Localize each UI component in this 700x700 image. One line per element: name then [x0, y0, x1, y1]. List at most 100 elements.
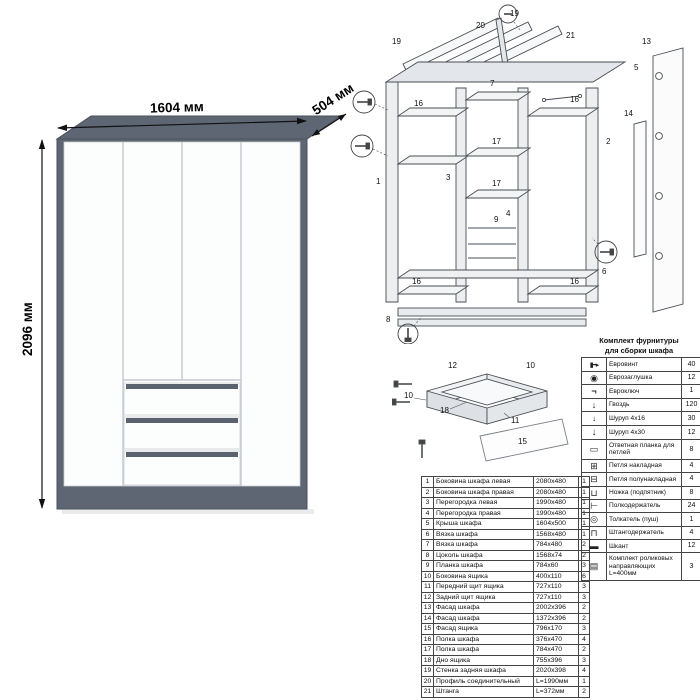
part-number: 11 — [421, 581, 434, 593]
hardware-qty: 12 — [681, 424, 700, 441]
hardware-name: Петля накладная — [606, 458, 682, 474]
part-number: 1 — [421, 476, 434, 488]
callout: 6 — [602, 267, 607, 276]
part-qty: 1 — [578, 675, 590, 687]
drawer-rails — [468, 227, 516, 259]
part-name: Полка шкафа — [433, 633, 534, 645]
part-qty: 3 — [578, 623, 590, 635]
part-name: Крыша шкафа — [433, 518, 534, 530]
parts-table-row: 14 Фасад шкафа 1372x396 2 — [421, 612, 590, 624]
part-number: 17 — [421, 644, 434, 656]
part-size: 1990x480 — [533, 507, 579, 519]
hardware-name: Евроключ — [606, 384, 682, 399]
part-size: 755x396 — [533, 654, 579, 666]
hardware-kit-title-line1: Комплект фурнитуры — [599, 336, 679, 345]
callout: 21 — [566, 31, 575, 40]
part-name: Перегородка правая — [433, 507, 534, 519]
part-name: Вязка шкафа — [433, 539, 534, 551]
callout: 19 — [510, 9, 519, 18]
part-qty: 2 — [578, 602, 590, 614]
parts-table-row: 9 Планка шкафа 784x60 3 — [421, 560, 590, 572]
part-size: 784x480 — [533, 539, 579, 551]
hardware-row: Штангодержатель 4 — [581, 525, 700, 541]
bottom-tie-panel — [396, 269, 600, 279]
part-size: 1568x74 — [533, 549, 579, 561]
part-size: 1990x480 — [533, 497, 579, 509]
part-name: Боковина шкафа правая — [433, 486, 534, 498]
part-number: 18 — [421, 654, 434, 666]
part-number: 4 — [421, 507, 434, 519]
hardware-icon-cell — [581, 525, 607, 541]
callout: 17 — [492, 137, 501, 146]
part-size: 784x470 — [533, 644, 579, 656]
parts-table-row: 6 Вязка шкафа 1568x480 1 — [421, 528, 590, 540]
part-size: L=1990мм — [533, 675, 579, 687]
hardware-kit-title-line2: для сборки шкафа — [604, 345, 674, 355]
overlay-hinge-icon — [590, 461, 598, 471]
hardware-row: Евроключ 1 — [581, 384, 700, 399]
height-dimension: 2096 мм — [20, 139, 46, 509]
part-name: Полка шкафа — [433, 644, 534, 656]
parts-table-row: 18 Дно ящика 755x396 3 — [421, 654, 590, 666]
hardware-row: Толкатель (пуш) 1 — [581, 512, 700, 527]
parts-table-row: 15 Фасад ящика 796x170 3 — [421, 623, 590, 635]
hardware-icon-cell — [581, 439, 607, 460]
hardware-qty: 8 — [681, 485, 700, 500]
hardware-qty: 8 — [681, 439, 700, 460]
part-size: 1568x480 — [533, 528, 579, 540]
hanging-rods — [541, 93, 583, 103]
callout: 11 — [511, 416, 520, 425]
hardware-icon-cell — [581, 512, 607, 527]
parts-table-row: 7 Вязка шкафа 784x480 2 — [421, 539, 590, 551]
callout: 19 — [392, 37, 401, 46]
hardware-icon-cell — [581, 458, 607, 474]
drawer-callouts: 12 10 10 18 11 15 — [404, 361, 535, 446]
drawer-handle-groove — [126, 418, 238, 423]
part-name: Стенка задняя шкафа — [433, 665, 534, 677]
drawer-assembly-diagram: 12 10 10 18 11 15 — [392, 361, 569, 462]
part-number: 5 — [421, 518, 434, 530]
parts-table-row: 8 Цоколь шкафа 1568x74 2 — [421, 549, 590, 561]
shelves-middle — [464, 91, 532, 199]
part-number: 8 — [421, 549, 434, 561]
part-size: 2020x398 — [533, 665, 579, 677]
hardware-qty: 1 — [681, 384, 700, 399]
parts-table-row: 19 Стенка задняя шкафа 2020x398 4 — [421, 665, 590, 677]
hardware-name: Гвоздь — [606, 397, 682, 412]
leader-lines — [413, 397, 511, 419]
middle-facade — [633, 120, 647, 258]
hardware-qty: 4 — [681, 525, 700, 541]
part-name: Профиль соединительный — [433, 675, 534, 687]
part-number: 6 — [421, 528, 434, 540]
hardware-row: Шуруп 4x30 12 — [581, 424, 700, 441]
drawer-handle-groove — [126, 384, 238, 389]
part-number: 19 — [421, 665, 434, 677]
hardware-icon-cell — [581, 384, 607, 399]
part-number: 16 — [421, 633, 434, 645]
callout: 7 — [490, 79, 495, 88]
callout: 2 — [606, 137, 611, 146]
part-name: Задний щит ящика — [433, 591, 534, 603]
hardware-row: Петля полунакладная 4 — [581, 472, 700, 487]
hardware-row: Евровинт 40 — [581, 357, 700, 372]
callout: 10 — [404, 391, 413, 400]
part-number: 15 — [421, 623, 434, 635]
hardware-name: Комплект роликовых направляющих L=400мм — [606, 552, 682, 581]
wardrobe-drawers — [123, 382, 241, 486]
callout: 14 — [624, 109, 633, 118]
plinth-strips — [397, 307, 587, 327]
callout: 8 — [386, 315, 391, 324]
callout: 10 — [526, 361, 535, 370]
hardware-qty: 120 — [681, 397, 700, 412]
part-name: Цоколь шкафа — [433, 549, 534, 561]
hardware-kit-title: Комплект фурнитуры для сборки шкафа — [580, 336, 698, 355]
hardware-qty: 4 — [681, 472, 700, 487]
hardware-icon-cell — [581, 397, 607, 412]
part-qty: 4 — [578, 665, 590, 677]
hardware-row: Ножка (подпятник) 8 — [581, 485, 700, 500]
part-size: 400x110 — [533, 570, 579, 582]
height-label: 2096 мм — [20, 302, 35, 356]
part-size: 727x110 — [533, 591, 579, 603]
screw-4x16-icon — [592, 413, 596, 424]
